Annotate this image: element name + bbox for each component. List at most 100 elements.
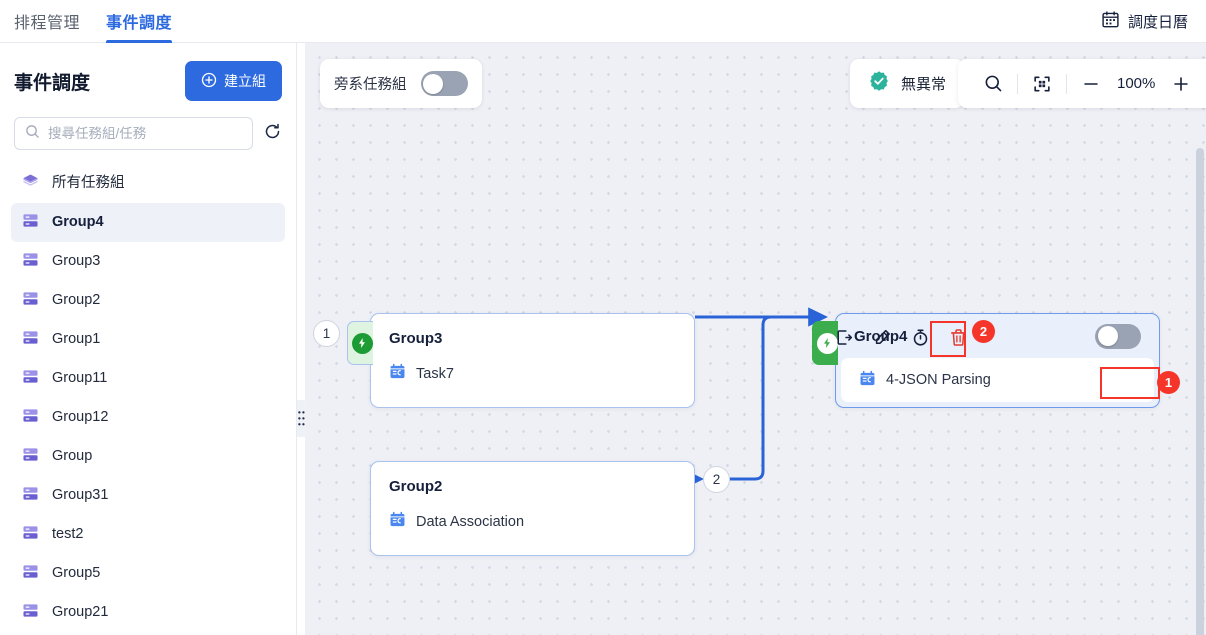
sidebar-item-label: test2 <box>52 526 84 543</box>
bolt-icon <box>816 332 838 354</box>
sidebar-item-group[interactable]: Group <box>11 437 285 476</box>
refresh-icon[interactable] <box>263 122 282 146</box>
schedule-calendar-link[interactable]: 調度日曆 <box>1101 10 1206 33</box>
fit-screen-icon[interactable] <box>1023 65 1061 103</box>
sidebar-item-label: 所有任務組 <box>52 175 125 192</box>
node-group3-task[interactable]: Task7 <box>371 347 694 384</box>
sidebar-item-label: Group1 <box>52 331 101 348</box>
calendar-link-label: 調度日曆 <box>1127 13 1188 31</box>
port-label: 2 <box>712 472 721 487</box>
sidebar-item-group4[interactable]: Group4 <box>11 203 285 242</box>
annotation-number: 1 <box>1164 375 1173 390</box>
edit-icon[interactable] <box>870 325 894 349</box>
server-icon <box>21 445 40 468</box>
tab-event-scheduling[interactable]: 事件調度 <box>106 0 173 43</box>
zoom-in-button[interactable] <box>1162 65 1200 103</box>
sidebar-item-label: Group2 <box>52 292 101 309</box>
sidebar-item-group2[interactable]: Group2 <box>11 281 285 320</box>
node-group4-task[interactable]: 4-JSON Parsing <box>841 370 1009 391</box>
zoom-out-button[interactable] <box>1072 65 1110 103</box>
server-icon <box>21 406 40 429</box>
sidebar-item-group11[interactable]: Group11 <box>11 359 285 398</box>
node-context-toolbar <box>832 325 970 349</box>
sidebar-group-list: 所有任務組 Group4 <box>0 160 296 632</box>
sidebar: 事件調度 建立組 <box>0 43 297 635</box>
node-group3-input-port[interactable]: 1 <box>313 320 340 347</box>
zoom-level-value: 100% <box>1117 75 1156 92</box>
aside-task-group-panel: 旁系任務組 <box>320 59 482 108</box>
sidebar-item-label: Group11 <box>52 370 108 387</box>
server-icon <box>21 328 40 351</box>
node-group2-title: Group2 <box>371 462 694 495</box>
calendar-icon <box>1101 10 1120 33</box>
sidebar-item-group5[interactable]: Group5 <box>11 554 285 593</box>
server-icon <box>21 289 40 312</box>
sidebar-item-label: Group4 <box>52 214 104 231</box>
node-group3-title: Group3 <box>371 314 694 347</box>
create-group-button[interactable]: 建立組 <box>185 61 282 101</box>
node-group2[interactable]: Group2 Data Association <box>370 461 695 556</box>
node-title-text: Group3 <box>389 330 443 347</box>
node-title-text: Group2 <box>389 478 443 495</box>
sidebar-item-test2[interactable]: test2 <box>11 515 285 554</box>
sidebar-item-label: Group31 <box>52 487 109 504</box>
server-icon <box>21 250 40 273</box>
timer-icon[interactable] <box>908 325 932 349</box>
zoom-toolbar: 100% <box>958 59 1206 108</box>
sidebar-item-group31[interactable]: Group31 <box>11 476 285 515</box>
port-label: 1 <box>322 326 331 341</box>
aside-task-group-toggle[interactable] <box>420 71 468 96</box>
server-icon <box>21 601 40 624</box>
top-tabs: 排程管理 事件調度 <box>0 0 173 43</box>
sidebar-search-row <box>0 101 296 160</box>
sidebar-item-label: Group21 <box>52 604 109 621</box>
node-group3[interactable]: Group3 Task7 <box>347 313 695 408</box>
sidebar-item-all-groups[interactable]: 所有任務組 <box>11 164 285 203</box>
server-icon <box>21 484 40 507</box>
search-icon <box>25 124 40 144</box>
canvas-vertical-scrollbar[interactable] <box>1196 148 1204 635</box>
annotation-badge-2: 2 <box>972 320 995 343</box>
plus-circle-icon <box>201 72 217 91</box>
status-label: 無異常 <box>901 76 947 93</box>
node-group3-start-strip <box>347 321 373 365</box>
sidebar-item-group12[interactable]: Group12 <box>11 398 285 437</box>
top-navigation-bar: 排程管理 事件調度 調度日曆 <box>0 0 1206 43</box>
task-calendar-icon <box>859 370 876 391</box>
sidebar-item-group21[interactable]: Group21 <box>11 593 285 632</box>
sidebar-title: 事件調度 <box>14 72 91 94</box>
sidebar-item-label: Group12 <box>52 409 109 426</box>
task-calendar-icon <box>389 363 406 384</box>
node-title-text: Group4 <box>854 327 908 345</box>
search-input[interactable] <box>48 126 242 141</box>
node-group4-enable-toggle[interactable] <box>1095 323 1141 349</box>
sidebar-item-group1[interactable]: Group1 <box>11 320 285 359</box>
divider <box>1017 73 1018 94</box>
tab-label: 事件調度 <box>106 15 173 32</box>
trash-icon[interactable] <box>946 325 970 349</box>
node-group4-body: 4-JSON Parsing <box>841 358 1154 402</box>
check-badge-icon <box>868 70 890 97</box>
flow-canvas[interactable]: 旁系任務組 無異常 <box>305 43 1206 635</box>
node-group2-task[interactable]: Data Association <box>371 495 694 532</box>
canvas-search-icon[interactable] <box>974 65 1012 103</box>
sidebar-header: 事件調度 建立組 <box>0 43 296 101</box>
aside-task-group-label: 旁系任務組 <box>334 77 407 93</box>
node-task-label: Task7 <box>416 365 454 382</box>
server-icon <box>21 211 40 234</box>
sidebar-item-group3[interactable]: Group3 <box>11 242 285 281</box>
server-icon <box>21 562 40 585</box>
tab-schedule-management[interactable]: 排程管理 <box>14 0 80 43</box>
annotation-badge-1: 1 <box>1157 371 1180 394</box>
layers-icon <box>21 172 40 195</box>
grip-dots-icon <box>298 411 305 426</box>
search-box[interactable] <box>14 117 253 150</box>
sidebar-item-label: Group <box>52 448 93 465</box>
sidebar-item-label: Group3 <box>52 253 101 270</box>
export-icon[interactable] <box>832 325 856 349</box>
sidebar-resize-handle[interactable] <box>297 400 306 437</box>
task-calendar-icon <box>389 511 406 532</box>
status-panel[interactable]: 無異常 <box>850 59 965 108</box>
node-group2-output-port[interactable]: 2 <box>703 466 730 493</box>
